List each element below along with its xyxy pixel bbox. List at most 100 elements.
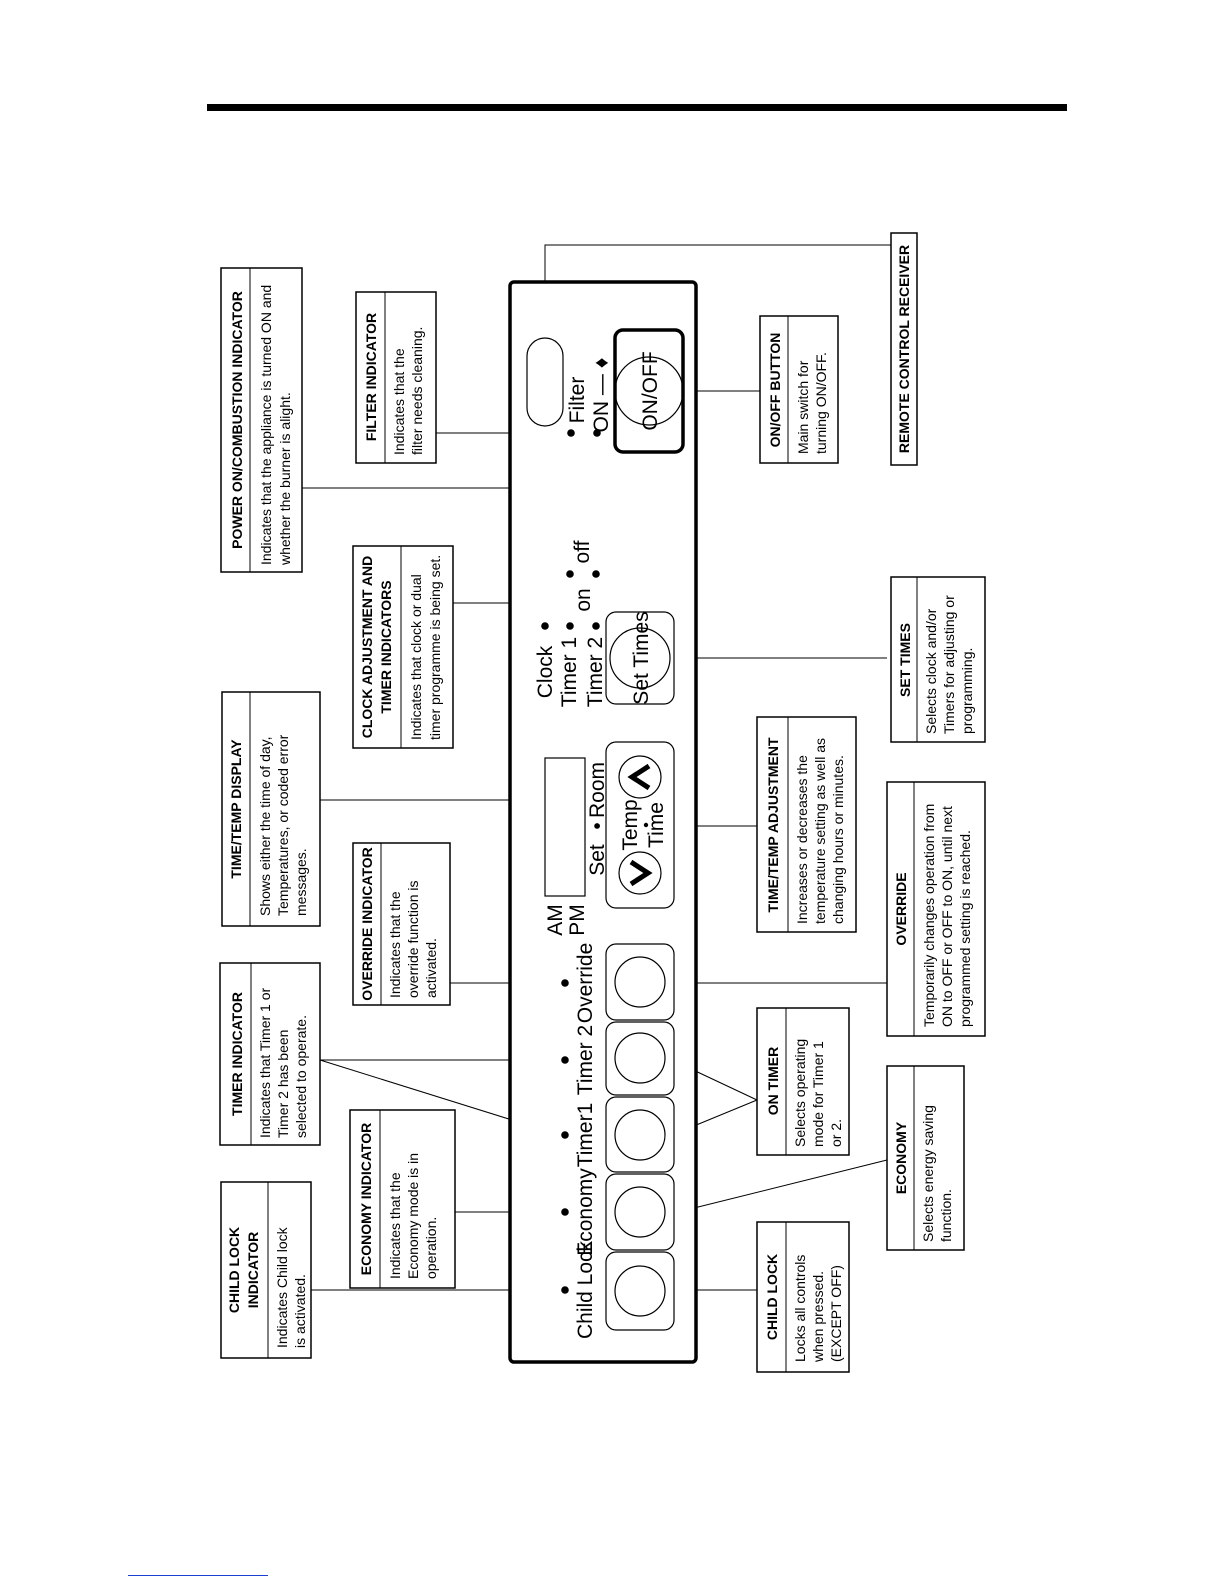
callout-remote-receiver: REMOTE CONTROL RECEIVER: [890, 232, 918, 466]
remote-control-receiver-window: [526, 337, 564, 427]
power-on-body-1: Indicates that the appliance is turned O…: [258, 285, 274, 565]
time-temp-display-body-1: Shows either the time of day,: [257, 737, 273, 917]
power-on-indicator-dot: [593, 429, 601, 437]
child-lock-title: CHILD LOCK: [764, 1254, 780, 1340]
off-label: off: [571, 540, 594, 563]
set-times-body-2: Timers for adjusting or: [941, 595, 957, 734]
time-temp-adjustment-body-2: temperature setting as well as: [812, 738, 828, 924]
on-timer-body-3: or 2.: [828, 1119, 844, 1147]
override-indicator-body-2: override function is: [405, 880, 421, 998]
decrease-arrow-icon[interactable]: [629, 859, 653, 887]
time-temp-display-body-2: Temperatures, or coded error: [275, 734, 291, 916]
on-timer-title: ON TIMER: [765, 1047, 781, 1115]
on-off-button[interactable]: ON/OFF: [613, 328, 685, 454]
temp-label: Temp: [619, 799, 642, 850]
timer2-clock-indicator-dot: [592, 622, 600, 630]
filter-indicator-body-1: Indicates that the: [391, 348, 407, 455]
callout-set-times: SET TIMES Selects clock and/or Timers fo…: [890, 576, 986, 743]
set-times-body-3: programming.: [959, 648, 975, 734]
timer1-clock-label: Timer 1: [558, 637, 581, 707]
callout-economy-indicator: ECONOMY INDICATOR Indicates that the Eco…: [349, 1109, 456, 1289]
callout-override-indicator: OVERRIDE INDICATOR Indicates that the ov…: [352, 842, 451, 1006]
remote-receiver-title: REMOTE CONTROL RECEIVER: [896, 245, 912, 453]
clock-adjustment-body-1: Indicates that clock or dual: [408, 574, 424, 740]
on-off-label: ON/OFF: [639, 351, 662, 430]
timer2-button[interactable]: [605, 1021, 675, 1096]
clock-label: Clock: [534, 645, 557, 698]
time-temp-adjustment-body-1: Increases or decreases the: [794, 755, 810, 924]
indicator-dots: [541, 429, 601, 1294]
time-temp-adjustment-body-3: changing hours or minutes.: [830, 755, 846, 924]
leader-economy: [677, 1159, 888, 1213]
callout-clock-adjustment: CLOCK ADJUSTMENT AND TIMER INDICATORS In…: [352, 545, 454, 749]
economy-indicator-title: ECONOMY INDICATOR: [358, 1123, 374, 1275]
callout-on-timer: ON TIMER Selects operating mode for Time…: [756, 1007, 850, 1156]
child-lock-indicator-body-2: is activated.: [292, 1274, 308, 1348]
filter-indicator-dot: [567, 429, 575, 437]
callout-override: OVERRIDE Temporarily changes operation f…: [886, 781, 986, 1037]
clock-indicator-dot: [541, 622, 549, 630]
child-lock-button[interactable]: [605, 1251, 675, 1331]
set-times-label: Set Times: [630, 611, 653, 704]
on-off-button-body-1: Main switch for: [795, 360, 811, 454]
on-off-button-title: ON/OFF BUTTON: [767, 333, 783, 448]
child-lock-body-1: Locks all controls: [792, 1255, 808, 1362]
timer1-label: Timer1: [574, 1103, 597, 1168]
on-combustion-label: ON — ♦: [590, 357, 613, 432]
child-lock-label: Child Lock: [574, 1240, 597, 1339]
override-indicator-body-1: Indicates that the: [387, 891, 403, 998]
temp-time-dot: [643, 822, 649, 828]
timer-indicator-body-3: selected to operate.: [293, 1015, 309, 1138]
child-lock-indicator-dot: [561, 1286, 569, 1294]
override-body-2: ON to OFF or OFF to ON, until next: [939, 806, 955, 1027]
override-body-1: Temporarily changes operation from: [921, 804, 937, 1027]
filter-indicator-title: FILTER INDICATOR: [363, 313, 379, 441]
time-temp-display-title: TIME/TEMP DISPLAY: [228, 739, 244, 879]
economy-body-1: Selects energy saving: [920, 1105, 936, 1242]
economy-indicator-body-2: Economy mode is in: [405, 1153, 421, 1279]
callout-child-lock-indicator: CHILD LOCK INDICATOR Indicates Child loc…: [220, 1181, 312, 1359]
power-on-title: POWER ON/COMBUSTION INDICATOR: [229, 291, 245, 549]
set-label: Set: [586, 844, 609, 876]
economy-button[interactable]: [605, 1173, 675, 1251]
callout-time-temp-display: TIME/TEMP DISPLAY Shows either the time …: [221, 691, 321, 927]
timer2-clock-label: Timer 2: [584, 637, 607, 707]
set-times-title: SET TIMES: [897, 623, 913, 697]
time-label: Time: [645, 802, 668, 848]
timer-indicator-body-1: Indicates that Timer 1 or: [257, 987, 273, 1138]
override-label: Override: [574, 943, 597, 1024]
child-lock-body-2: when pressed.: [810, 1271, 826, 1363]
increase-arrow-icon[interactable]: [627, 763, 651, 791]
set-times-body-1: Selects clock and/or: [923, 608, 939, 734]
callout-filter-indicator: FILTER INDICATOR Indicates that the filt…: [355, 291, 437, 464]
economy-indicator-dot: [561, 1208, 569, 1216]
on-indicator-dot: [566, 570, 574, 578]
timer1-indicator-dot: [561, 1131, 569, 1139]
child-lock-body-3: (EXCEPT OFF): [828, 1265, 844, 1362]
timer-indicator-body-2: Timer 2 has been: [275, 1030, 291, 1138]
child-lock-indicator-title-2: INDICATOR: [245, 1232, 261, 1308]
control-panel: Child Lock Economy Timer1 Timer 2 Overri…: [508, 280, 698, 1364]
on-off-button-body-2: turning ON/OFF.: [813, 352, 829, 454]
override-button[interactable]: [605, 943, 675, 1021]
am-label: AM: [544, 904, 567, 936]
callout-on-off-button: ON/OFF BUTTON Main switch for turning ON…: [759, 315, 839, 464]
callout-child-lock: CHILD LOCK Locks all controls when press…: [756, 1221, 850, 1373]
timer1-clock-indicator-dot: [566, 622, 574, 630]
clock-adjustment-body-2: timer programme is being set.: [427, 555, 443, 740]
callout-time-temp-adjustment: TIME/TEMP ADJUSTMENT Increases or decrea…: [756, 716, 857, 933]
timer-indicator-title: TIMER INDICATOR: [229, 992, 245, 1116]
set-times-button[interactable]: Set Times: [605, 611, 675, 705]
override-title: OVERRIDE: [893, 872, 909, 945]
economy-body-2: function.: [938, 1189, 954, 1242]
timer1-button[interactable]: [605, 1096, 675, 1173]
time-temp-adjust-button[interactable]: Temp Time: [605, 741, 675, 909]
time-temp-adjustment-title: TIME/TEMP ADJUSTMENT: [765, 737, 781, 912]
power-on-body-2: whether the burner is alight.: [277, 392, 293, 566]
callout-power-on: POWER ON/COMBUSTION INDICATOR Indicates …: [220, 267, 303, 573]
bottom-link-underline: [128, 1575, 268, 1576]
filter-label: Filter: [566, 377, 589, 424]
economy-label: Economy: [574, 1168, 597, 1256]
on-timer-body-1: Selects operating: [792, 1039, 808, 1147]
